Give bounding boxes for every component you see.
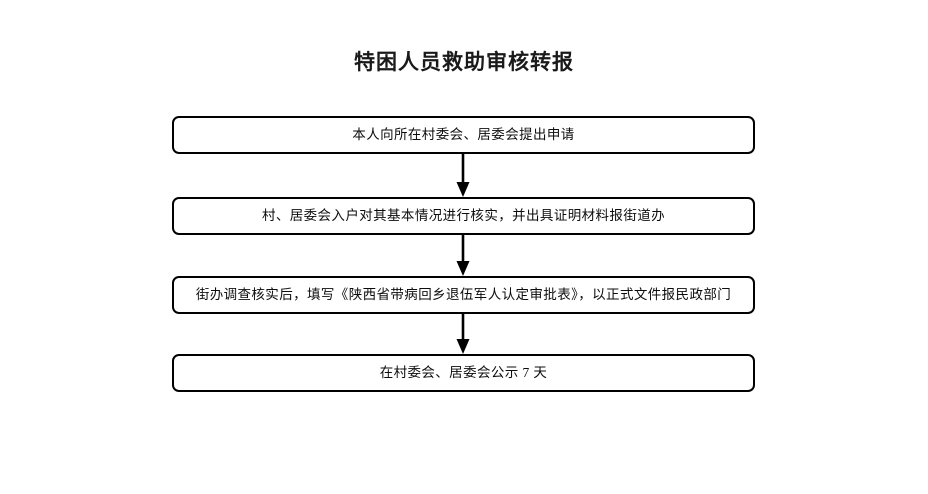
flow-node-step-3: 街办调查核实后，填写《陕西省带病回乡退伍军人认定审批表》，以正式文件报民政部门 bbox=[172, 276, 755, 314]
flow-arrow-1 bbox=[172, 154, 755, 197]
flow-node-step-1: 本人向所在村委会、居委会提出申请 bbox=[172, 116, 755, 154]
flow-node-step-4: 在村委会、居委会公示 7 天 bbox=[172, 354, 755, 392]
down-arrow-icon bbox=[456, 314, 470, 354]
flow-node-label: 在村委会、居委会公示 7 天 bbox=[379, 365, 548, 381]
down-arrow-icon bbox=[456, 154, 470, 197]
flow-node-label: 本人向所在村委会、居委会提出申请 bbox=[352, 127, 575, 143]
down-arrow-icon bbox=[456, 235, 470, 276]
flowchart-container: 本人向所在村委会、居委会提出申请 村、居委会入户对其基本情况进行核实，并出具证明… bbox=[172, 116, 755, 392]
page-title: 特困人员救助审核转报 bbox=[354, 50, 574, 74]
flow-arrow-3 bbox=[172, 314, 755, 354]
flow-arrow-2 bbox=[172, 235, 755, 276]
flow-node-step-2: 村、居委会入户对其基本情况进行核实，并出具证明材料报街道办 bbox=[172, 197, 755, 235]
flow-node-label: 街办调查核实后，填写《陕西省带病回乡退伍军人认定审批表》，以正式文件报民政部门 bbox=[195, 287, 732, 303]
flow-node-label: 村、居委会入户对其基本情况进行核实，并出具证明材料报街道办 bbox=[261, 208, 666, 224]
